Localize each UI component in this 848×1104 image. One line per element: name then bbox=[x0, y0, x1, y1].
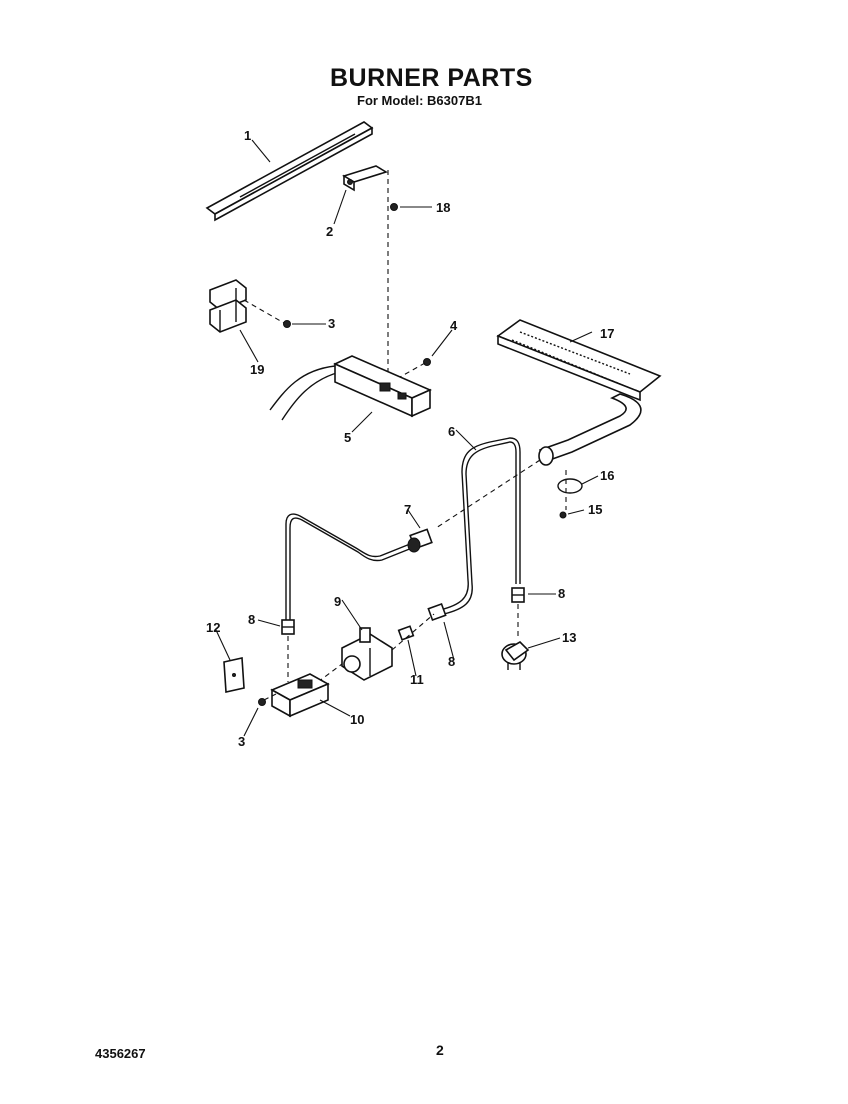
part-15-screw bbox=[559, 511, 567, 519]
part-6-tube bbox=[439, 437, 521, 615]
part-17-burner bbox=[496, 319, 662, 466]
part-7-fitting bbox=[285, 513, 433, 620]
callout-7: 7 bbox=[404, 502, 411, 517]
callout-labels: 1 2 18 3 19 4 17 5 6 16 15 7 8 8 9 12 13… bbox=[206, 128, 614, 749]
assembly-line bbox=[317, 663, 343, 683]
callout-8-left: 8 bbox=[248, 612, 255, 627]
callout-11: 11 bbox=[410, 672, 424, 687]
callout-6: 6 bbox=[448, 424, 455, 439]
part-8-fitting-right bbox=[511, 587, 525, 603]
callout-17: 17 bbox=[600, 326, 614, 341]
callout-18: 18 bbox=[436, 200, 450, 215]
part-1-rail bbox=[205, 121, 374, 222]
assembly-line bbox=[435, 459, 541, 529]
part-9-valve bbox=[341, 627, 393, 681]
part-8-fitting-center bbox=[427, 602, 447, 622]
assembly-line bbox=[263, 693, 277, 701]
callout-8-right: 8 bbox=[558, 586, 565, 601]
document-number: 4356267 bbox=[95, 1046, 146, 1061]
page-title: BURNER PARTS bbox=[330, 64, 533, 92]
assembly-line bbox=[399, 362, 426, 378]
callout-4: 4 bbox=[450, 318, 458, 333]
part-12-plate bbox=[223, 657, 245, 693]
part-3-screw-upper bbox=[283, 320, 291, 328]
part-13-valve bbox=[501, 641, 530, 670]
callout-3-lower: 3 bbox=[238, 734, 245, 749]
assembly-line bbox=[243, 299, 285, 324]
part-2-bracket bbox=[342, 165, 388, 192]
part-5-igniter bbox=[269, 355, 432, 421]
callout-3-upper: 3 bbox=[328, 316, 335, 331]
callout-12: 12 bbox=[206, 620, 220, 635]
callout-16: 16 bbox=[600, 468, 614, 483]
page-number: 2 bbox=[436, 1042, 444, 1058]
assembly-line bbox=[391, 613, 435, 651]
callout-8-center: 8 bbox=[448, 654, 455, 669]
part-3-screw-lower bbox=[258, 698, 266, 706]
part-11-fitting bbox=[397, 625, 415, 641]
callout-5: 5 bbox=[344, 430, 351, 445]
model-subtitle: For Model: B6307B1 bbox=[357, 93, 482, 108]
callout-10: 10 bbox=[350, 712, 364, 727]
callout-2: 2 bbox=[326, 224, 333, 239]
part-8-fitting-left bbox=[281, 619, 295, 635]
callout-19: 19 bbox=[250, 362, 264, 377]
callout-15: 15 bbox=[588, 502, 602, 517]
callout-13: 13 bbox=[562, 630, 576, 645]
callout-1: 1 bbox=[244, 128, 251, 143]
leader-lines bbox=[215, 139, 599, 737]
part-19-bracket bbox=[209, 279, 247, 333]
callout-9: 9 bbox=[334, 594, 341, 609]
part-4-screw bbox=[423, 358, 431, 366]
part-16-clip bbox=[557, 478, 583, 494]
part-18-screw bbox=[390, 203, 398, 211]
part-10-block bbox=[270, 673, 330, 718]
